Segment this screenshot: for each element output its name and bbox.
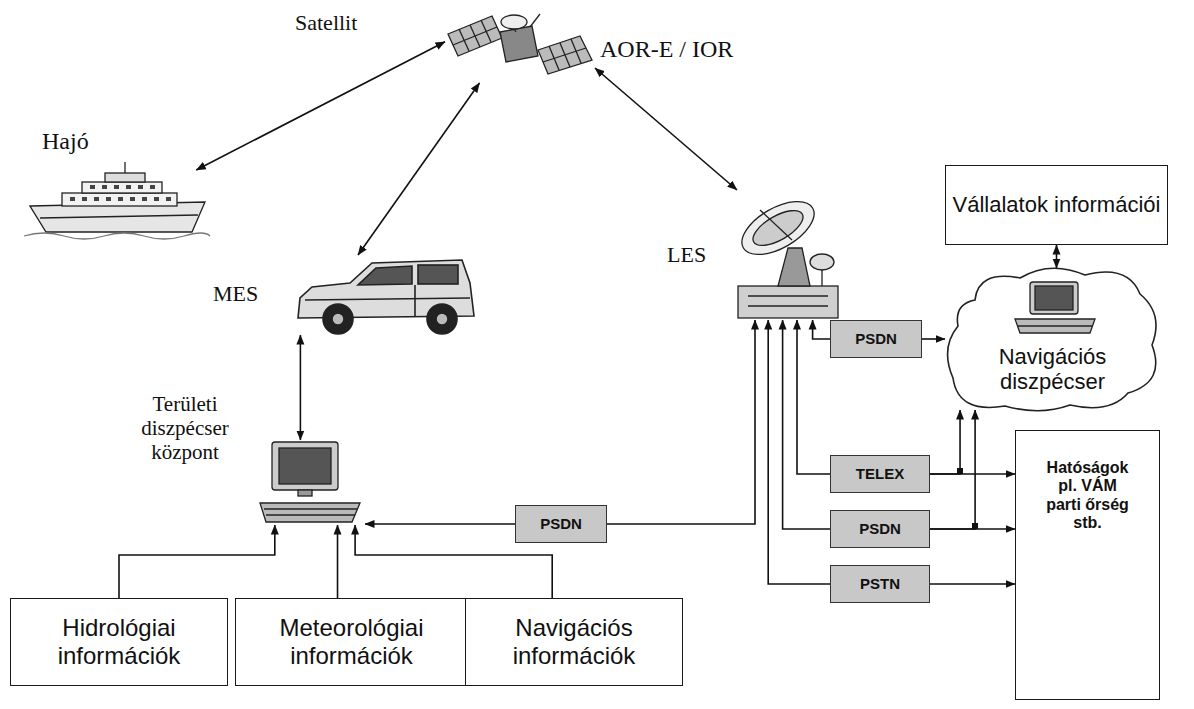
- connector-arrow: [930, 583, 1015, 585]
- node-text: Satellit: [295, 10, 357, 35]
- info-box: Navigációs információk: [465, 598, 683, 686]
- connector-arrow: [358, 83, 480, 255]
- network-box: PSDN: [830, 320, 922, 358]
- info-box: Meteorológiai információk: [235, 598, 468, 686]
- connector-arrow: [930, 410, 975, 529]
- node-text: Hajó: [42, 128, 89, 156]
- node-text: TELEX: [856, 465, 904, 482]
- node-text: Hatóságok pl. VÁM parti őrség stb.: [1040, 459, 1135, 533]
- earth-station-illustration: [733, 191, 838, 318]
- network-box: PSTN: [830, 565, 930, 603]
- satellite-region-label: AOR-E / IOR: [600, 36, 733, 63]
- node-text: Meteorológiai információk: [236, 614, 467, 669]
- connector-arrow: [922, 338, 945, 340]
- connector-arrow: [196, 42, 445, 170]
- connector-arrow: [813, 320, 830, 339]
- node-text: MES: [213, 281, 258, 306]
- dispatcher-cloud: Navigációs diszpécser: [945, 268, 1160, 410]
- mobile-earth-station: MES: [295, 255, 475, 335]
- node-text: Navigációs információk: [466, 614, 682, 669]
- connector-arrow: [783, 320, 830, 529]
- ship: Hajó: [30, 170, 205, 235]
- connector-arrow: [119, 525, 275, 598]
- connector-arrow: [607, 320, 755, 524]
- computer-illustration: [1015, 282, 1095, 333]
- node-text: PSDN: [859, 520, 901, 537]
- node-text: PSDN: [540, 515, 582, 532]
- car-illustration: [298, 260, 474, 334]
- node-text: Területi diszpécser központ: [120, 392, 250, 464]
- connector-arrow: [768, 320, 830, 584]
- connector-arrow: [595, 68, 737, 190]
- connector-arrow: [337, 525, 339, 598]
- connector-arrow: [930, 410, 960, 474]
- node-text: Navigációs diszpécser: [988, 344, 1118, 395]
- land-earth-station: LES: [725, 190, 845, 320]
- satellite-illustration: [448, 14, 592, 74]
- node-text: Vállalatok információi: [953, 192, 1161, 217]
- node-text: PSDN: [855, 330, 897, 347]
- computer-illustration: [260, 442, 360, 522]
- connector-arrow: [300, 335, 302, 440]
- cloud-outline: [948, 268, 1156, 411]
- dispatch-center: Területi diszpécser központ: [255, 440, 365, 525]
- connector-arrow: [1056, 245, 1058, 268]
- authority-box: Hatóságok pl. VÁM parti őrség stb.: [1015, 430, 1160, 700]
- node-text: PSTN: [860, 575, 900, 592]
- node-text: LES: [667, 242, 706, 267]
- network-box: PSDN: [830, 510, 930, 548]
- info-box: Vállalatok információi: [945, 165, 1168, 245]
- info-box: Hidrológiai információk: [10, 598, 228, 686]
- satellite: Satellit: [445, 8, 595, 83]
- node-text: Hidrológiai információk: [11, 614, 227, 669]
- connector-arrow: [365, 523, 515, 525]
- ship-illustration: [24, 162, 210, 239]
- network-box: PSDN: [515, 505, 607, 543]
- connector-arrow: [797, 320, 830, 474]
- network-box: TELEX: [830, 455, 930, 493]
